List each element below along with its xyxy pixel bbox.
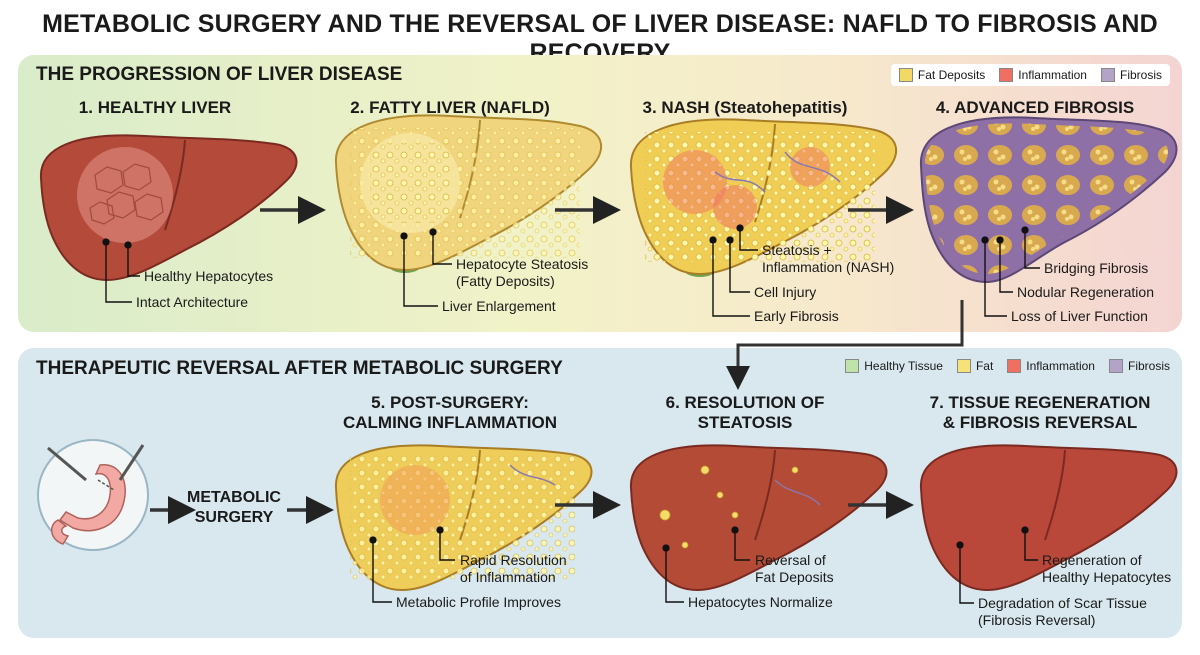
callout-hepatocyte-steatosis: Hepatocyte Steatosis (Fatty Deposits) [456,256,589,289]
callout-leaders-top [102,224,1040,317]
callout-regeneration: Regeneration of Healthy Hepatocytes [1042,552,1172,585]
connector-arrow [726,300,964,390]
callout-scar-degradation: Degradation of Scar Tissue (Fibrosis Rev… [978,595,1147,628]
callout-early-fibrosis: Early Fibrosis [754,308,839,324]
legend-label: Fat Deposits [917,68,986,82]
callout-rapid-resolution: Rapid Resolution of Inflammation [460,552,567,585]
stage-title-regeneration: 7. TISSUE REGENERATION & FIBROSIS REVERS… [929,393,1151,432]
callout-steatosis-inflammation: Steatosis + Inflammation (NASH) [762,242,895,275]
page-title: METABOLIC SURGERY AND THE REVERSAL OF LI… [42,10,1158,67]
callout-metabolic-profile: Metabolic Profile Improves [396,594,561,610]
liver-healthy [39,134,298,281]
metabolic-surgery-label: METABOLIC SURGERY [187,489,281,526]
callout-healthy-hepatocytes: Healthy Hepatocytes [144,268,274,284]
legend-swatch-fibrosis [1100,68,1115,82]
liver-nash [629,118,898,277]
legend-swatch-fat [898,68,913,82]
callout-bridging-fibrosis: Bridging Fibrosis [1044,260,1149,276]
legend-item-fat: Fat [956,359,994,373]
legend-item-inflammation: Inflammation [999,68,1087,82]
legend-label: Fat [975,359,994,373]
liver-fibrosis [919,116,1178,284]
progression-legend: Fat Deposits Inflammation Fibrosis [890,64,1170,86]
stage-title-post-surgery: 5. POST-SURGERY: CALMING INFLAMMATION [342,393,558,432]
legend-label: Fibrosis [1119,68,1162,82]
stomach-surgery-icon [37,439,149,551]
stage-title-resolution: 6. RESOLUTION OF STEATOSIS [665,393,825,432]
liver-fatty [334,114,603,273]
stage-title-fibrosis: 4. ADVANCED FIBROSIS [935,98,1135,117]
stage-title-healthy: 1. HEALTHY LIVER [78,98,232,117]
legend-item-fat: Fat Deposits [898,68,986,82]
legend-swatch-inflammation [1007,359,1022,373]
callout-loss-of-function: Loss of Liver Function [1011,308,1148,324]
reversal-legend: Healthy Tissue Fat Inflammation Fibrosis [845,359,1170,373]
legend-label: Healthy Tissue [864,359,943,373]
legend-label: Inflammation [1026,359,1095,373]
callout-liver-enlargement: Liver Enlargement [442,298,556,314]
stage-title-fatty: 2. FATTY LIVER (NAFLD) [350,98,550,117]
callout-cell-injury: Cell Injury [754,284,817,300]
legend-item-fibrosis: Fibrosis [1108,359,1170,373]
legend-label: Fibrosis [1127,359,1170,373]
callout-nodular-regeneration: Nodular Regeneration [1017,284,1154,300]
progression-heading: THE PROGRESSION OF LIVER DISEASE [36,64,403,85]
legend-swatch-fat [956,359,971,373]
stage-title-nash: 3. NASH (Steatohepatitis) [642,98,848,117]
callout-intact-architecture: Intact Architecture [136,294,249,310]
legend-swatch-inflammation [999,68,1014,82]
callout-leaders-bottom [369,526,1038,604]
legend-item-fibrosis: Fibrosis [1100,68,1162,82]
callout-hepatocytes-normalize: Hepatocytes Normalize [688,594,833,610]
liver-regenerated [919,444,1178,592]
legend-item-healthy: Healthy Tissue [845,359,943,373]
legend-item-inflammation: Inflammation [1007,359,1095,373]
liver-post-surgery [334,444,593,592]
legend-label: Inflammation [1018,68,1087,82]
callout-reversal-fat: Reversal of Fat Deposits [755,552,834,585]
legend-swatch-fibrosis [1108,359,1123,373]
reversal-heading: THERAPEUTIC REVERSAL AFTER METABOLIC SUR… [36,358,563,379]
liver-resolving [629,444,888,592]
legend-swatch-healthy [845,359,860,373]
